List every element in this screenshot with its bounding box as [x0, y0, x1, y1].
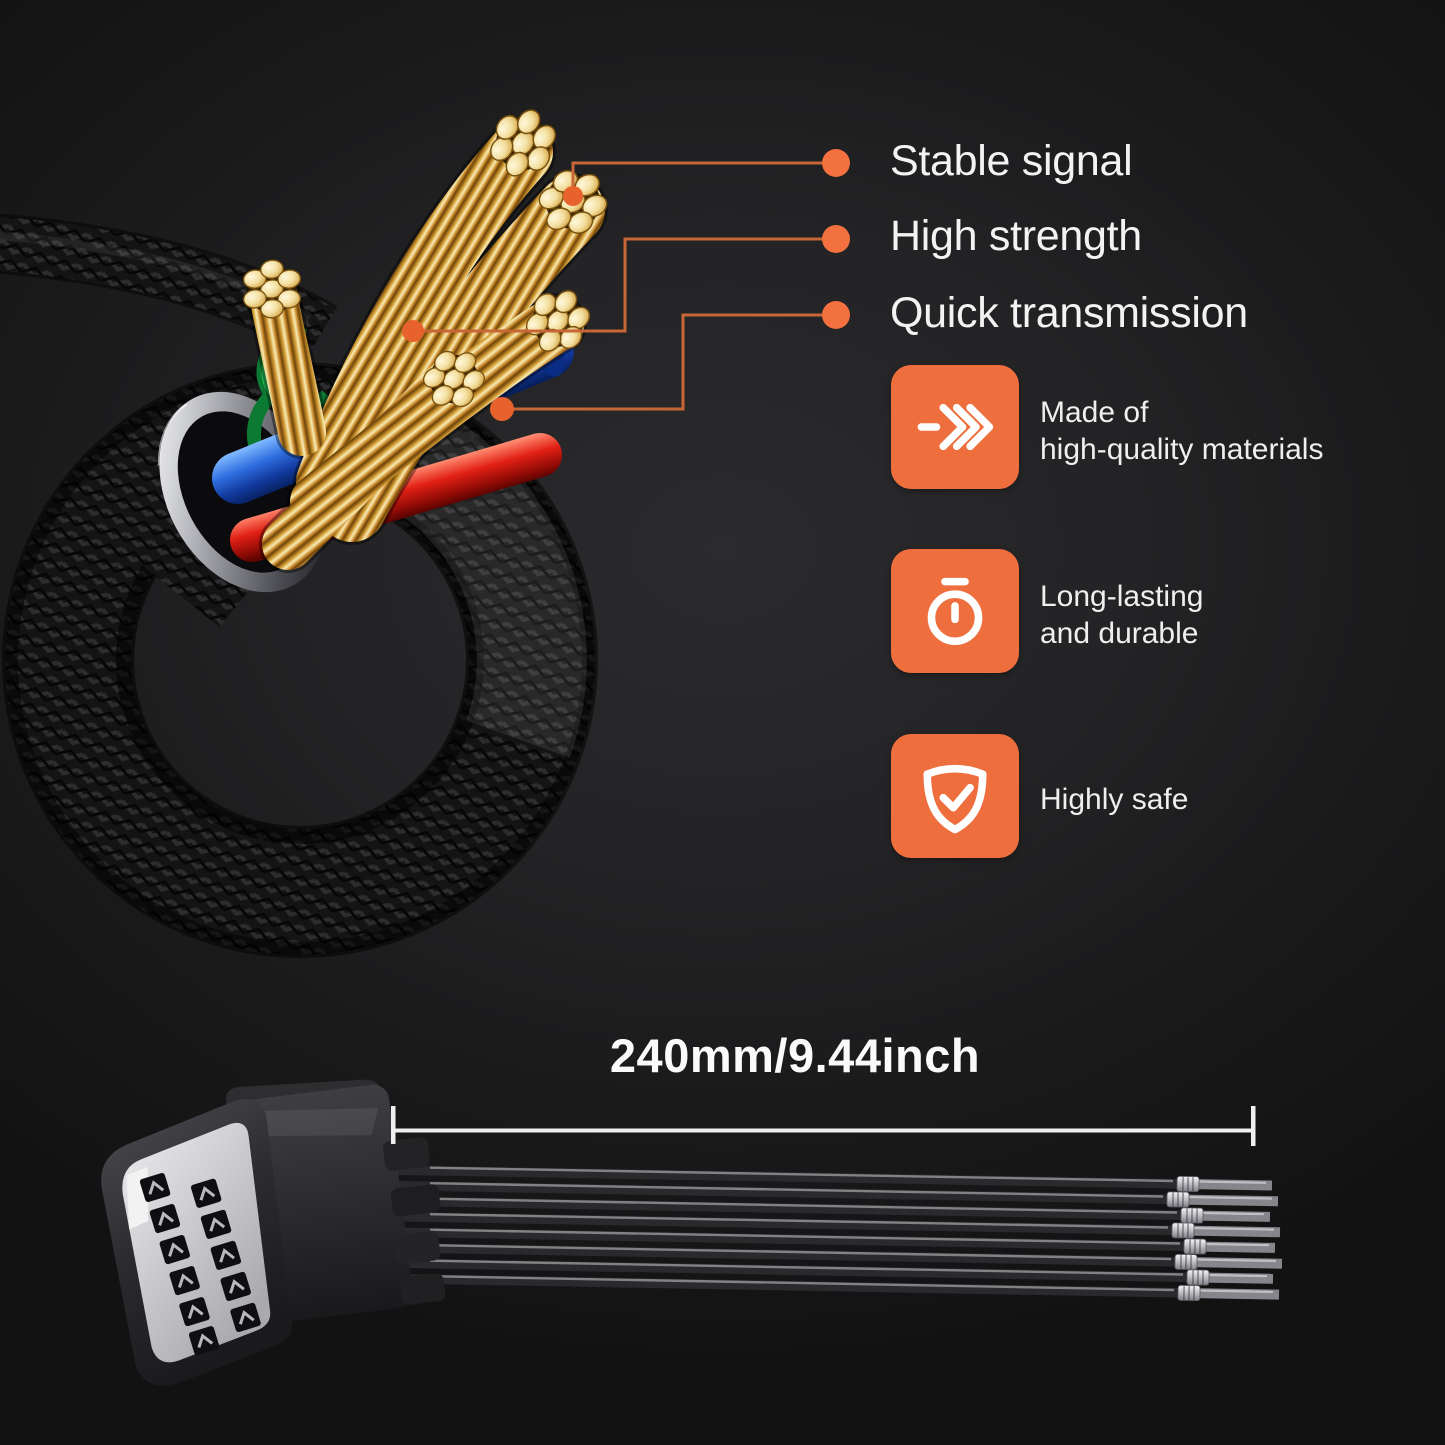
leader-line-2: [413, 237, 822, 333]
callout-dots: [402, 149, 850, 421]
connector-photo: [101, 1079, 446, 1386]
benefit-badge-safe: [891, 734, 1019, 858]
leader-line-3: [502, 313, 822, 411]
dimension-label: 240mm/9.44inch: [609, 1029, 981, 1082]
benefit-text-safe: Highly safe: [1040, 783, 1189, 816]
callout-leader-lines: [413, 161, 822, 411]
green-wire: [246, 391, 275, 452]
fast-forward-icon: [917, 403, 994, 451]
shield-check-icon: [923, 764, 987, 834]
benefit-badge-durable: [891, 549, 1019, 673]
callout-label-stable-signal: Stable signal: [890, 137, 1133, 185]
leader-line-1: [571, 161, 822, 196]
measurement-tick-left: [391, 1106, 396, 1144]
copper-strand-bundles: [226, 99, 618, 573]
benefit-badge-materials: [891, 365, 1019, 489]
wire-harness: [387, 1165, 1283, 1302]
stopwatch-icon: [927, 577, 983, 646]
benefit-text-materials: Made of high-quality materials: [1040, 396, 1324, 466]
benefit-text-durable: Long-lasting and durable: [1040, 580, 1204, 650]
callout-label-high-strength: High strength: [890, 212, 1142, 260]
measurement-rule: [391, 1128, 1255, 1133]
measurement-tick-right: [1251, 1106, 1256, 1146]
measurement-line: [391, 1106, 1256, 1146]
callout-label-quick-transmission: Quick transmission: [890, 289, 1248, 337]
